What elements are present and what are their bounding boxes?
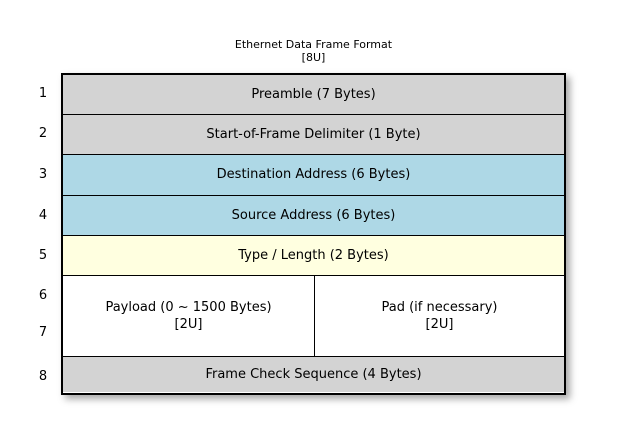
frame-field-pad-label: Pad (if necessary) <box>381 300 498 315</box>
row-number-4: 4 <box>38 208 48 223</box>
frame-field-destination-address-label: Destination Address (6 Bytes) <box>216 167 411 182</box>
frame-field-destination-address: Destination Address (6 Bytes) <box>63 155 564 196</box>
frame-field-payload: Payload (0 ~ 1500 Bytes) [2U] <box>63 276 315 356</box>
row-number-gutter: 1 2 3 4 5 6 7 8 <box>30 73 56 394</box>
frame-field-frame-check-sequence-label: Frame Check Sequence (4 Bytes) <box>205 366 422 382</box>
frame-field-payload-subtag: [2U] <box>174 317 203 332</box>
diagram-title-subtag: [8U] <box>301 51 326 64</box>
diagram-title: Ethernet Data Frame Format [8U] <box>61 38 566 64</box>
frame-field-payload-row: Payload (0 ~ 1500 Bytes) [2U] Pad (if ne… <box>63 276 564 357</box>
frame-field-pad: Pad (if necessary) [2U] <box>315 276 564 356</box>
row-number-5: 5 <box>38 248 48 263</box>
frame-field-payload-label: Payload (0 ~ 1500 Bytes) <box>105 300 272 315</box>
frame-field-source-address: Source Address (6 Bytes) <box>63 196 564 236</box>
frame-field-frame-check-sequence: Frame Check Sequence (4 Bytes) <box>63 357 564 392</box>
frame-field-type-length-label: Type / Length (2 Bytes) <box>238 247 389 263</box>
diagram-title-main: Ethernet Data Frame Format <box>234 38 393 51</box>
row-number-8: 8 <box>38 369 48 384</box>
row-number-2: 2 <box>38 126 48 141</box>
frame-field-preamble: Preamble (7 Bytes) <box>63 75 564 115</box>
ethernet-frame-table: Preamble (7 Bytes) Start-of-Frame Delimi… <box>61 73 566 395</box>
frame-field-pad-subtag: [2U] <box>425 317 454 332</box>
row-number-7: 7 <box>38 325 48 340</box>
frame-field-start-of-frame-delimiter: Start-of-Frame Delimiter (1 Byte) <box>63 115 564 155</box>
row-number-1: 1 <box>38 86 48 101</box>
row-number-6: 6 <box>38 288 48 303</box>
row-number-3: 3 <box>38 167 48 182</box>
frame-field-source-address-label: Source Address (6 Bytes) <box>231 207 396 223</box>
frame-field-type-length: Type / Length (2 Bytes) <box>63 236 564 276</box>
frame-field-preamble-label: Preamble (7 Bytes) <box>251 86 376 102</box>
frame-field-start-of-frame-delimiter-label: Start-of-Frame Delimiter (1 Byte) <box>206 126 421 142</box>
